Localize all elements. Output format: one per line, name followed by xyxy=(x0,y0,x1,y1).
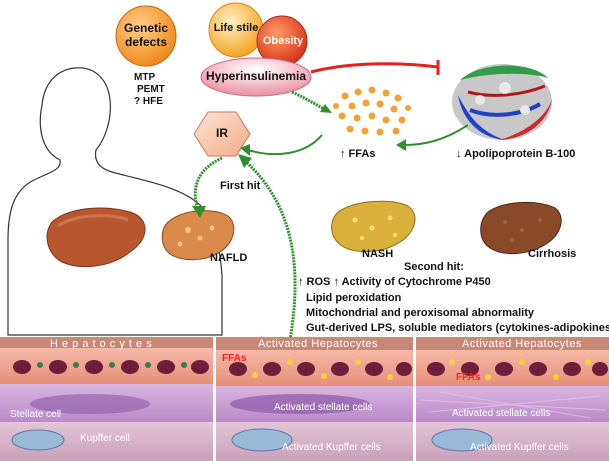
liver-cirrhosis xyxy=(480,201,562,254)
arrow-first-hit xyxy=(193,156,223,211)
panel-1-kupffer-label: Kupffer cell xyxy=(80,433,130,444)
lifestyle-label: Life stile xyxy=(213,22,259,34)
arrow-ffas-to-ir xyxy=(247,134,323,156)
inhibition-line xyxy=(310,62,439,74)
panel-normal xyxy=(0,337,213,461)
panel-2-stellate-label: Activated stellate cells xyxy=(274,402,373,413)
panel-3-ffas-label: FFAs xyxy=(456,372,481,383)
second-hit-title: Second hit: xyxy=(404,261,464,273)
genetic-defects-ball xyxy=(115,5,177,67)
gene-mtp: MTP xyxy=(134,72,156,83)
apolipoprotein-b100-structure xyxy=(452,64,552,140)
panel-3-stellate-label: Activated stellate cells xyxy=(452,408,551,419)
liver-normal xyxy=(46,207,146,268)
panel-2-title: Activated Hepatocytes xyxy=(258,338,378,350)
human-silhouette xyxy=(7,67,223,336)
ffa-cluster xyxy=(333,86,411,136)
ir-box xyxy=(193,111,251,157)
second-hit-item-gut: Gut-derived LPS, soluble mediators (cyto… xyxy=(306,322,609,334)
first-hit-label: First hit xyxy=(220,180,261,192)
panel-3-kupffer-label: Activated Kupffer cells xyxy=(470,442,569,453)
arrow-panel-to-ir xyxy=(243,158,297,341)
second-hit-item-mito: Mitochondrial and peroxisomal abnormalit… xyxy=(306,307,534,319)
second-hit-item-lipid: Lipid peroxidation xyxy=(306,292,402,304)
panel-1-stellate-label: Stellate cell xyxy=(10,409,62,420)
liver-nafld xyxy=(161,210,235,261)
genetic-defects-label: Genetic defects xyxy=(123,21,168,49)
gene-pemt: PEMT xyxy=(137,84,165,95)
ffas-label: ↑ FFAs xyxy=(340,148,376,160)
panel-2-kupffer-label: Activated Kupffer cells xyxy=(282,442,381,453)
apob-label: ↓ Apolipoprotein B-100 xyxy=(456,148,576,160)
panel-activated-1 xyxy=(216,337,413,461)
nash-label: NASH xyxy=(362,248,394,260)
panel-activated-2 xyxy=(416,337,609,461)
gene-hfe: ? HFE xyxy=(134,96,163,107)
second-hit-ros-line: ↑ ROS ↑ Activity of Cytochrome P450 xyxy=(298,276,491,288)
obesity-label: Obesity xyxy=(262,35,304,47)
nafld-label: NAFLD xyxy=(210,252,248,264)
hyperinsulinemia-ellipse xyxy=(200,57,312,97)
panel-3-title: Activated Hepatocytes xyxy=(462,338,582,350)
ir-label: IR xyxy=(216,126,228,140)
hyperinsulinemia-label: Hyperinsulinemia xyxy=(205,69,307,83)
cirrhosis-label: Cirrhosis xyxy=(528,248,577,260)
arrow-hyper-to-ffas xyxy=(291,90,327,112)
panel-1-title: H e p a t o c y t e s xyxy=(50,338,153,350)
arrow-apob-to-ffas xyxy=(403,124,469,146)
panel-2-ffas-label: FFAs xyxy=(222,353,247,364)
